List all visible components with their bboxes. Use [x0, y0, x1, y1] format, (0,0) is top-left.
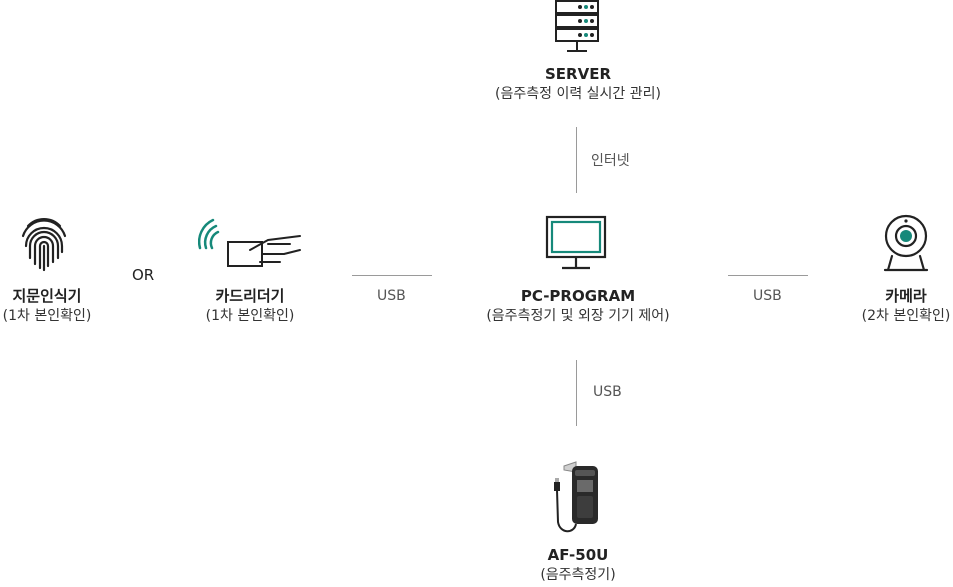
camera-node: 카메라 (2차 본인확인): [846, 286, 953, 326]
fingerprint-node: 지문인식기 (1차 본인확인): [0, 286, 107, 326]
fingerprint-subtitle: (1차 본인확인): [2, 308, 92, 324]
connector-pc-device: [576, 360, 577, 426]
pc-title: PC-PROGRAM: [520, 287, 636, 305]
card-reader-title: 카드리더기: [215, 287, 285, 305]
card-reader-node: 카드리더기 (1차 본인확인): [190, 286, 310, 326]
connector-label-usb-left: USB: [377, 288, 406, 304]
connector-label-usb-bottom: USB: [593, 384, 622, 400]
connector-pc-camera: [728, 275, 808, 276]
fingerprint-title: 지문인식기: [12, 287, 82, 305]
breathalyzer-icon: [554, 461, 598, 533]
fingerprint-icon: [21, 218, 67, 272]
device-title: AF-50U: [547, 546, 609, 564]
pc-subtitle: (음주측정기 및 외장 기기 제어): [486, 308, 670, 324]
camera-subtitle: (2차 본인확인): [861, 308, 951, 324]
monitor-icon: [545, 215, 607, 270]
connector-server-pc: [576, 127, 577, 193]
card-reader-icon: [198, 218, 301, 267]
webcam-icon: [883, 214, 929, 272]
card-reader-subtitle: (1차 본인확인): [205, 308, 295, 324]
camera-title: 카메라: [885, 287, 927, 305]
server-node: SERVER (음주측정 이력 실시간 관리): [468, 64, 688, 104]
device-subtitle: (음주측정기): [540, 567, 616, 583]
connector-card-pc: [352, 275, 432, 276]
connector-label-internet: 인터넷: [591, 153, 630, 169]
server-subtitle: (음주측정 이력 실시간 관리): [495, 86, 661, 102]
server-title: SERVER: [544, 65, 611, 83]
server-rack-icon: [555, 0, 599, 52]
or-label: OR: [132, 266, 155, 284]
pc-node: PC-PROGRAM (음주측정기 및 외장 기기 제어): [453, 286, 703, 326]
connector-label-usb-right: USB: [753, 288, 782, 304]
device-node: AF-50U (음주측정기): [478, 545, 678, 585]
